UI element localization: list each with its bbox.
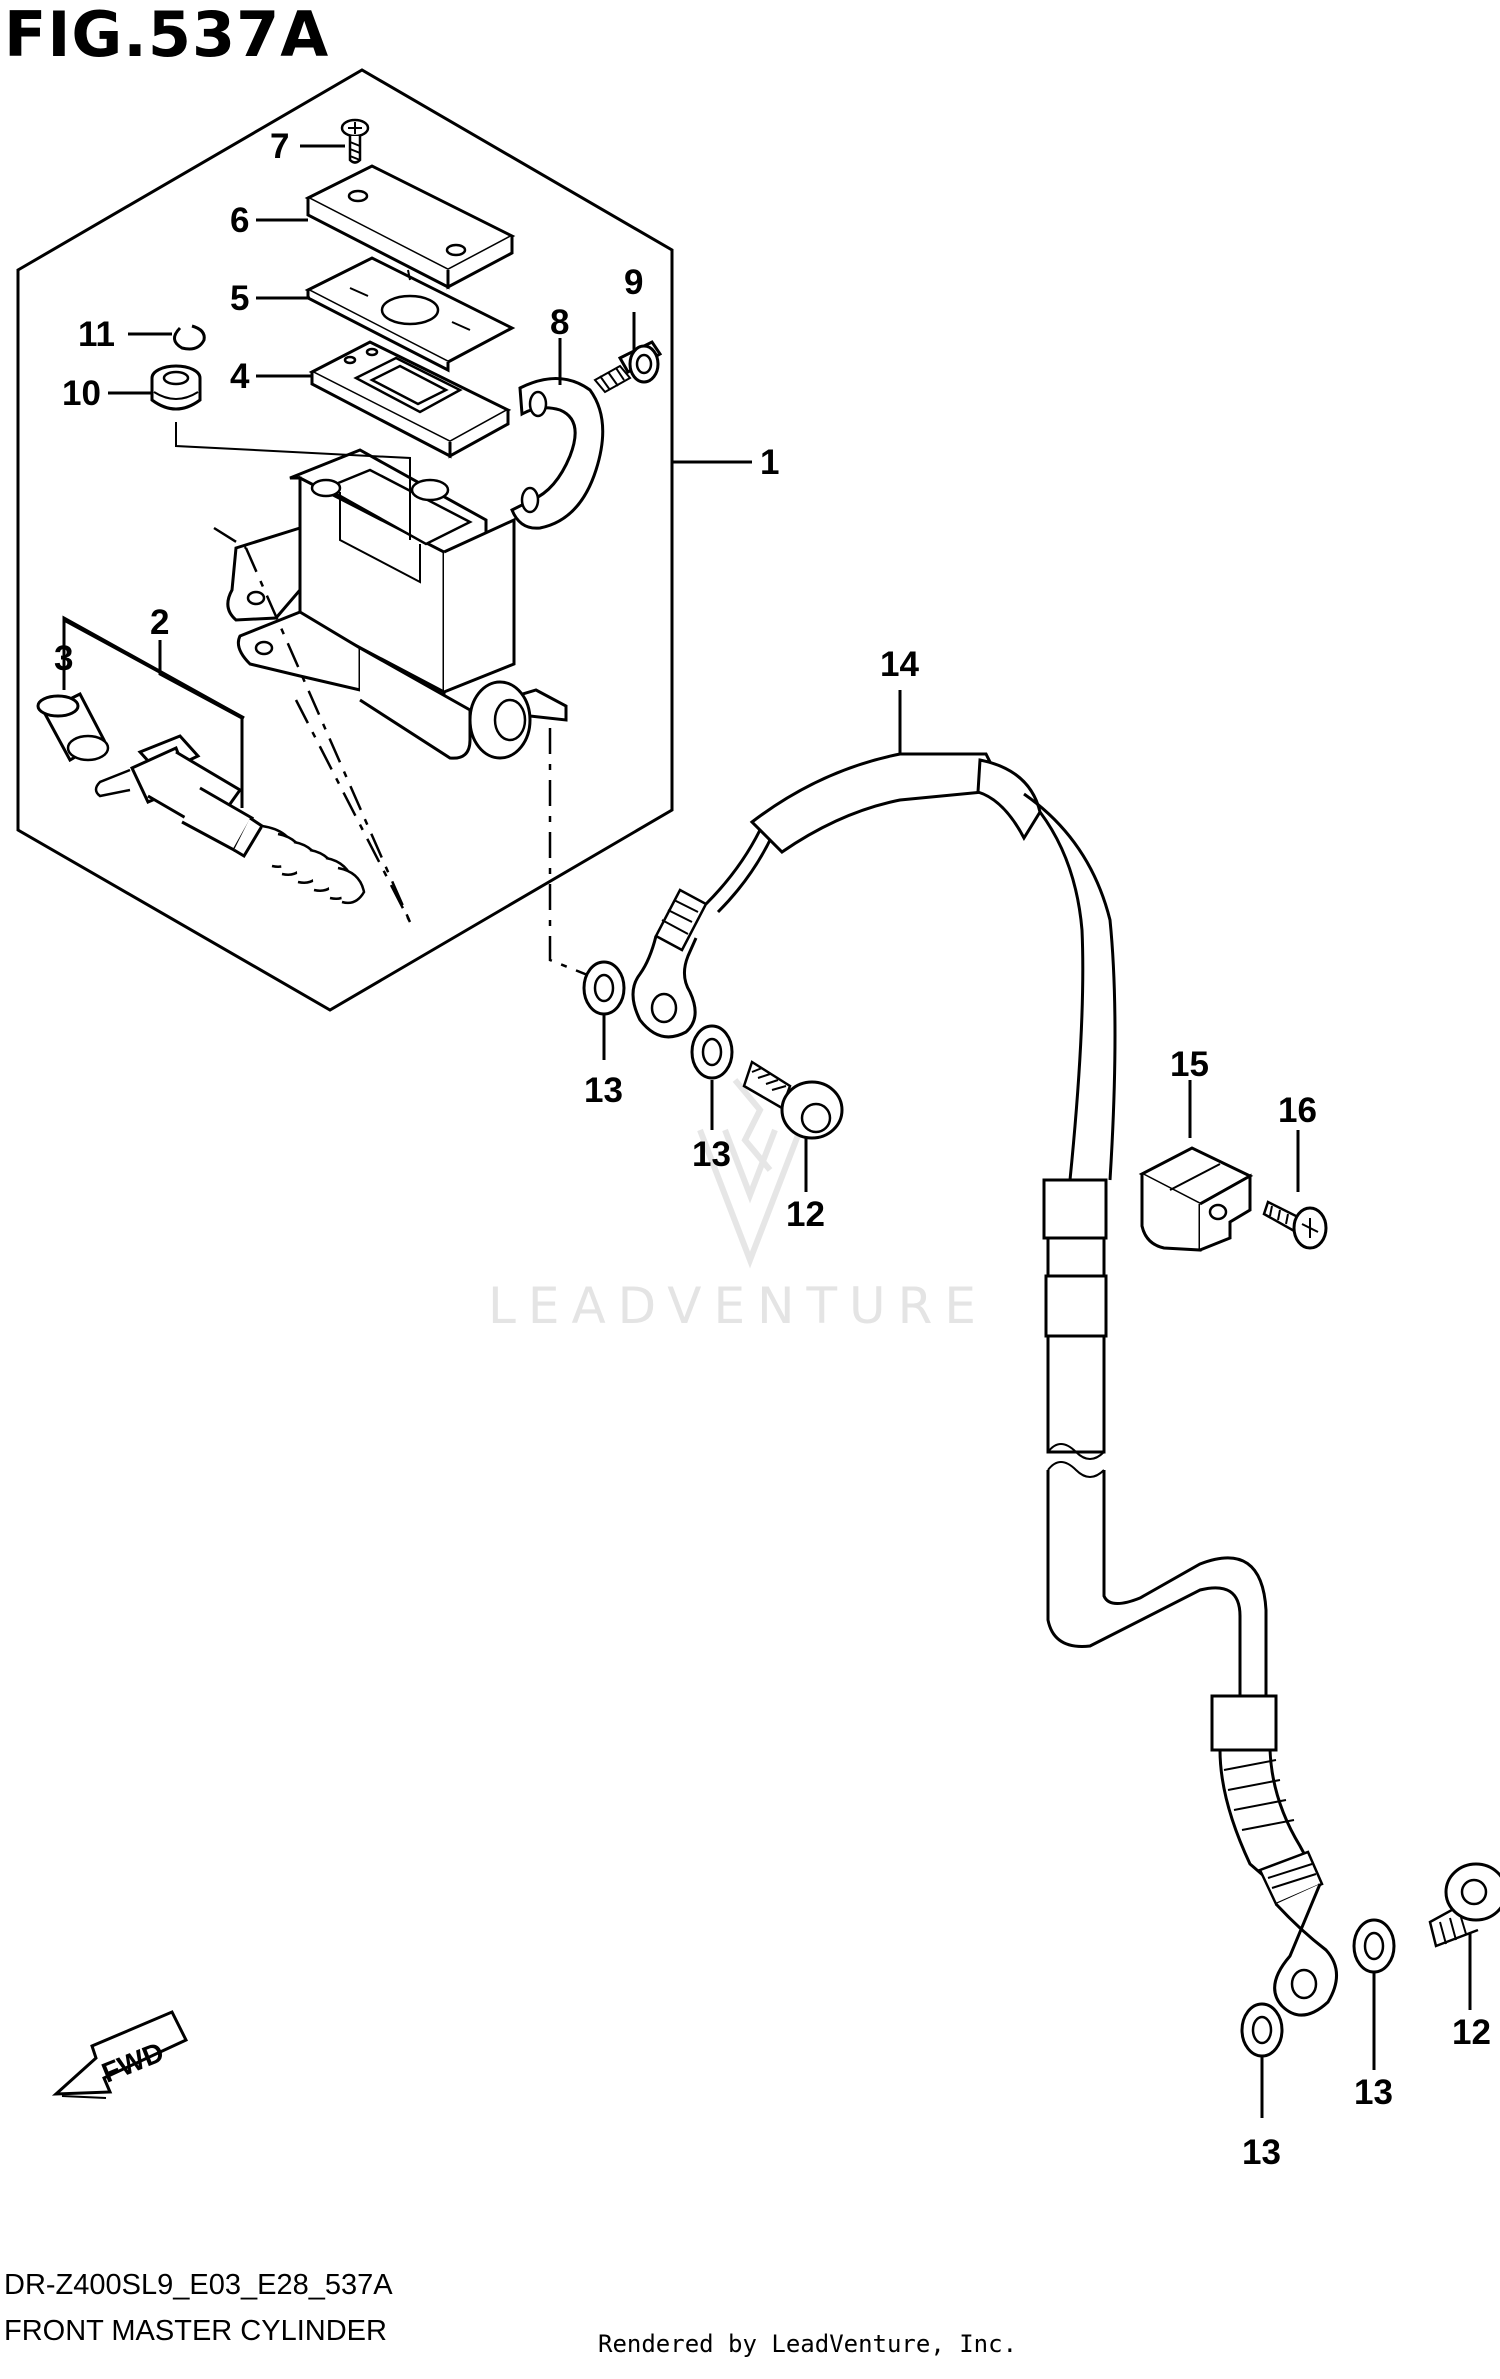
leader-lines [62, 144, 1472, 2118]
part-7-screw [340, 118, 370, 164]
callout-13: 13 [1354, 2073, 1393, 2112]
part-8-handlebar-clamp [510, 377, 605, 530]
figure-code: DR-Z400SL9_E03_E28_537A [4, 2269, 393, 2301]
part-6-reservoir-cap [304, 164, 516, 290]
callout-8: 8 [550, 303, 569, 342]
callout-1: 1 [760, 443, 779, 482]
part-9-bolt [593, 340, 663, 394]
rendered-by-credit: Rendered by LeadVenture, Inc. [598, 2330, 1018, 2358]
part-14-brake-hose [631, 752, 1338, 2017]
master-cylinder-assembly-frame [16, 68, 674, 1012]
callout-numbers: 1 2 3 4 5 6 7 8 9 10 11 12 12 13 13 13 1… [54, 127, 1491, 2172]
watermark-logo [697, 1078, 803, 1269]
callout-6: 6 [230, 201, 249, 240]
part-4-diaphragm [308, 340, 512, 459]
callout-13: 13 [692, 1135, 731, 1174]
part-2-piston-assembly [94, 734, 366, 905]
part-5-diaphragm-plate [304, 256, 516, 373]
watermark-text: LEADVENTURE [488, 1277, 988, 1335]
part-1-master-cylinder-body [226, 448, 568, 760]
callout-13: 13 [584, 1071, 623, 1110]
callout-16: 16 [1278, 1091, 1317, 1130]
callout-14: 14 [880, 645, 919, 684]
callout-3: 3 [54, 639, 73, 678]
part-15-hose-clamp [1138, 1146, 1254, 1252]
callout-9: 9 [624, 263, 643, 302]
callout-15: 15 [1170, 1045, 1209, 1084]
part-16-screw [1262, 1200, 1328, 1250]
figure-title: FIG.537A [4, 0, 330, 71]
part-12-banjo-bolts [742, 1060, 1500, 1948]
fwd-arrow-icon [51, 2010, 189, 2099]
callout-5: 5 [230, 279, 249, 318]
callout-4: 4 [230, 357, 250, 396]
callout-12: 12 [786, 1195, 825, 1234]
callout-10: 10 [62, 374, 101, 413]
callout-13: 13 [1242, 2133, 1281, 2172]
part-10-boot [150, 364, 202, 411]
callout-11: 11 [78, 315, 115, 354]
callout-7: 7 [270, 127, 289, 166]
part-3-dust-boot [36, 691, 110, 763]
part-11-circlip [173, 324, 206, 351]
figure-description: FRONT MASTER CYLINDER [4, 2315, 387, 2347]
part-13-washers [582, 960, 1396, 2058]
callout-12: 12 [1452, 2013, 1491, 2052]
callout-2: 2 [150, 603, 169, 642]
